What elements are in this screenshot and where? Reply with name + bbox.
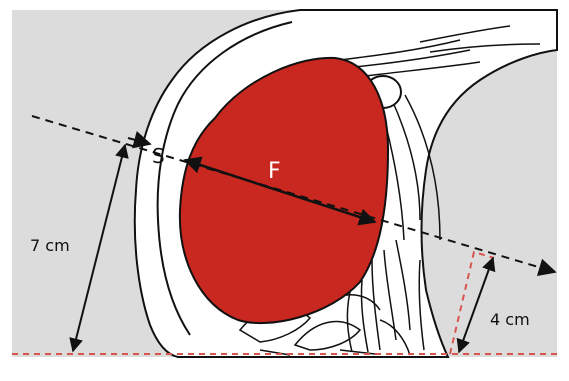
label-left-distance: 7 cm [30, 236, 70, 255]
label-s: S [152, 144, 165, 168]
label-f: F [268, 159, 281, 184]
label-right-distance: 4 cm [490, 310, 530, 329]
